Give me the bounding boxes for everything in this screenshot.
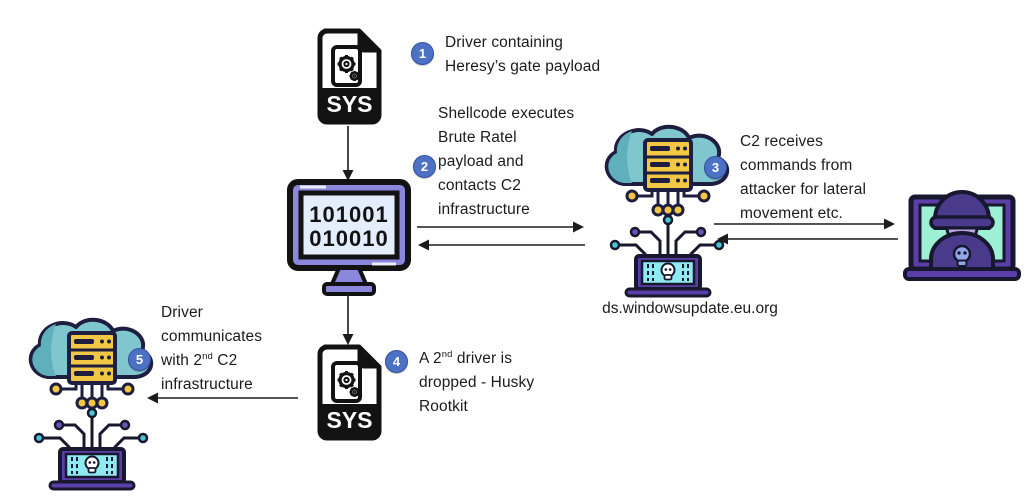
arrow-computer-to-sys2 — [342, 294, 354, 346]
step-3-line-2: commands from — [740, 157, 853, 174]
arrow-sys2-to-c2-secondary — [146, 392, 298, 404]
step-3-badge: 3 — [704, 156, 727, 179]
skull-laptop-icon — [48, 447, 136, 491]
gear-icon — [337, 55, 360, 81]
step-3-line-3: attacker for lateral — [740, 181, 867, 198]
cloud-server-icon — [604, 124, 729, 217]
step-4-text: A 2nd driver is dropped - Husky Rootkit — [419, 347, 534, 419]
step-5-line-1: Driver — [161, 304, 203, 321]
circuit-traces — [609, 214, 725, 256]
step-4-badge: 4 — [385, 350, 408, 373]
arrow-attacker-to-c2 — [716, 233, 898, 245]
step-2-badge: 2 — [413, 155, 436, 178]
file-type-label: SYS — [326, 91, 372, 117]
step-2-line-2: Brute Ratel — [438, 129, 517, 146]
step-1-line-2: Heresy’s gate payload — [445, 58, 601, 75]
arrow-c2-to-attacker — [714, 218, 896, 230]
step-1-line-1: Driver containing — [445, 34, 564, 51]
hooded-figure — [929, 190, 995, 271]
file-type-label: SYS — [326, 407, 372, 433]
step-2-line-3: payload and — [438, 153, 524, 170]
step-5-text: Driver communicates with 2nd C2 infrastr… — [161, 301, 262, 397]
step-3-line-1: C2 receives — [740, 133, 823, 150]
gear-icon — [337, 371, 360, 397]
step-5-line-2: communicates — [161, 328, 263, 345]
step-1-badge: 1 — [411, 42, 434, 65]
skull-laptop-icon — [624, 254, 712, 298]
infected-computer-icon: 101001 010010 — [286, 178, 412, 300]
step-4-line-3: Rootkit — [419, 398, 468, 415]
step-3-text: C2 receives commands from attacker for l… — [740, 130, 866, 226]
sys-driver-file-icon-1: SYS — [317, 28, 384, 125]
arrow-sys1-to-computer — [342, 126, 354, 182]
step-2-text: Shellcode executes Brute Ratel payload a… — [438, 102, 574, 222]
sys-driver-file-icon-2: SYS — [317, 344, 384, 441]
step-4-line-2: dropped - Husky — [419, 374, 535, 391]
step-2-line-1: Shellcode executes — [438, 105, 575, 122]
binary-line-2: 010010 — [309, 226, 388, 251]
step-4-line-1: A 2nd driver is — [419, 348, 513, 367]
step-5-badge: 5 — [128, 348, 151, 371]
step-5-line-4: infrastructure — [161, 376, 253, 393]
arrow-c2-to-computer — [417, 239, 585, 251]
step-3-line-4: movement etc. — [740, 205, 843, 222]
step-2-line-5: infrastructure — [438, 201, 530, 218]
step-5-line-3: with 2nd C2 — [161, 350, 238, 369]
step-2-line-4: contacts C2 — [438, 177, 521, 194]
chest-skull-icon — [952, 244, 972, 267]
c2-domain-label: ds.windowsupdate.eu.org — [602, 300, 778, 317]
c2-infrastructure-icon-primary — [592, 120, 742, 298]
attacker-icon — [903, 161, 1021, 289]
arrow-computer-to-c2 — [417, 221, 585, 233]
circuit-traces — [33, 407, 149, 449]
cloud-server-icon — [28, 317, 153, 410]
c2-infrastructure-icon-secondary — [16, 313, 166, 491]
binary-line-1: 101001 — [309, 202, 388, 227]
step-1-text: Driver containing Heresy’s gate payload — [445, 31, 600, 79]
